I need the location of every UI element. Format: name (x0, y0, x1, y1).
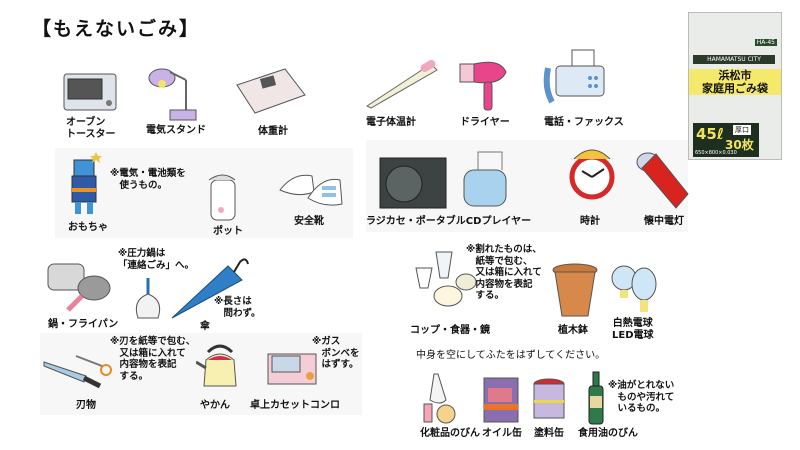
note-pressure-cooker: ※圧力鍋は 「連絡ごみ」へ。 (118, 248, 195, 271)
bag-dimensions: 650×800×0.030 (695, 150, 737, 156)
label-scale: 体重計 (258, 126, 288, 137)
pot-frying-pan-icon (47, 263, 111, 312)
radio-cd-player-icon (379, 151, 507, 209)
fax-phone-icon (543, 49, 605, 104)
label-safety-shoes: 安全靴 (294, 216, 324, 227)
kettle-icon (196, 344, 237, 387)
label-kettle: やかん (200, 400, 230, 411)
label-oil-can: オイル缶 (482, 428, 522, 439)
note-blades: ※刃を紙等で包む、 又は箱に入れて 内容物を表記 する。 (110, 336, 196, 382)
bag-city: HAMAMATSU CITY (693, 55, 775, 64)
bag-name-line2: 家庭用ごみ袋 (702, 82, 768, 95)
label-paint-can: 塗料缶 (534, 428, 564, 439)
label-radio-cd: ラジカセ・ポータブルCDプレイヤー (366, 216, 532, 227)
light-bulbs-icon (611, 265, 657, 312)
wrapped-umbrella-bag-icon (135, 278, 161, 319)
label-oil-bottle: 食用油のびん (578, 428, 638, 439)
label-clock: 時計 (580, 216, 600, 227)
note-containers: 中身を空にしてふたをはずしてください。 (416, 350, 606, 361)
note-umbrella: ※長さは 問わず。 (214, 296, 261, 319)
thermos-pot-icon (208, 174, 236, 221)
bag-count: 30枚 (725, 138, 754, 152)
safety-shoes-icon (279, 174, 343, 206)
label-cosmetic-bottle: 化粧品のびん (420, 428, 480, 439)
umbrella-icon (171, 258, 249, 319)
page-title: 【もえないごみ】 (32, 18, 201, 40)
bag-spec-box: 45ℓ 厚口 30枚 650×800×0.030 (693, 123, 759, 157)
label-bulbs: 白熱電球 LED電球 (612, 318, 654, 341)
bag-name-line1: 浜松市 (718, 69, 752, 82)
hair-dryer-icon (459, 61, 507, 111)
label-umbrella: 傘 (200, 321, 210, 332)
gas-stove-icon (267, 353, 317, 385)
oil-can-icon (483, 377, 519, 423)
garbage-bag-image: HAMAMATSU CITY HA-45 浜松市 家庭用ごみ袋 45ℓ 厚口 3… (688, 12, 782, 160)
thermometer-icon (365, 60, 438, 109)
note-oil: ※油がとれない ものや汚れて いるもの。 (608, 380, 675, 414)
oil-bottle-icon (588, 371, 604, 425)
flashlight-icon (636, 152, 689, 209)
flower-pot-icon (552, 263, 598, 317)
label-gas-stove: 卓上カセットコンロ (250, 400, 340, 411)
label-toaster: オーブン トースター (66, 117, 116, 140)
scale-icon (236, 68, 306, 114)
alarm-clock-icon (569, 149, 615, 200)
robot-toy-icon (71, 152, 102, 214)
label-hair-dryer: ドライヤー (460, 117, 510, 128)
label-flashlight: 懐中電灯 (644, 216, 684, 227)
label-pot: ポット (213, 226, 243, 237)
label-phone-fax: 電話・ファックス (544, 117, 624, 128)
bag-name: 浜松市 家庭用ごみ袋 (689, 69, 781, 95)
bag-volume: 45ℓ (696, 125, 724, 143)
label-glassware: コップ・食器・鏡 (410, 325, 490, 336)
note-broken: ※割れたものは、 紙等で包む、 又は箱に入れて 内容物を表記 する。 (466, 244, 542, 301)
note-gas: ※ガス ボンベを はずす。 (312, 336, 360, 370)
bag-code: HA-45 (754, 39, 777, 46)
desk-lamp-icon (148, 68, 197, 121)
label-desk-lamp: 電気スタンド (146, 125, 206, 136)
label-pan: 鍋・フライパン (48, 319, 119, 330)
note-toy: ※電気・電池類を 使うもの。 (110, 168, 186, 191)
label-flower-pot: 植木鉢 (558, 325, 588, 336)
label-blades: 刃物 (76, 400, 96, 411)
cosmetic-bottle-icon (423, 373, 456, 424)
label-toy: おもちゃ (68, 222, 108, 233)
paint-can-icon (533, 378, 565, 419)
toaster-icon (63, 73, 117, 111)
glassware-icon (415, 251, 477, 307)
label-thermometer: 電子体温計 (366, 117, 416, 128)
knife-scissors-icon (43, 355, 112, 389)
bag-thickness: 厚口 (733, 125, 751, 135)
